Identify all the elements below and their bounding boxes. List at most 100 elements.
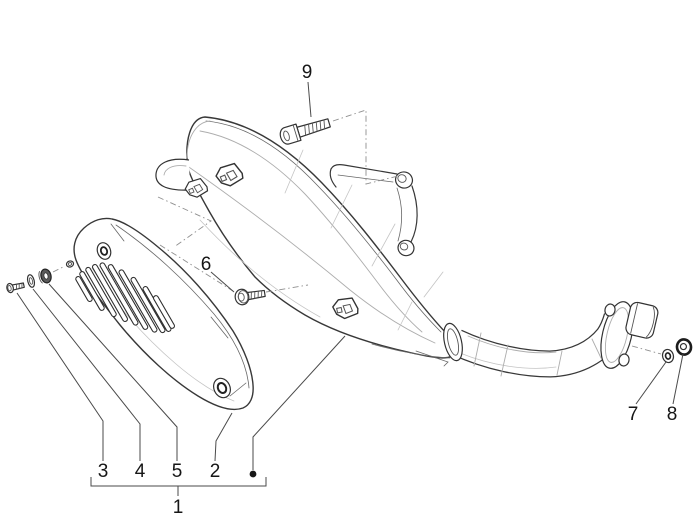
pipe-seam [500, 344, 509, 377]
stub-step-line [630, 303, 639, 334]
flange-hole-bottom [618, 353, 630, 367]
spacer-side [38, 270, 43, 284]
bolt-thread [308, 124, 310, 134]
bolt-shaft [296, 118, 331, 138]
leader-9 [307, 81, 312, 118]
bolt-part-9 [279, 118, 331, 145]
leader-6 [210, 271, 235, 293]
bolt-thread [323, 119, 326, 129]
clip-hole [225, 169, 238, 182]
leader-3 [16, 292, 104, 461]
vent-slat [79, 271, 105, 311]
vent-slat [153, 295, 176, 329]
flange-inner-line [604, 307, 630, 363]
clip-body [184, 177, 209, 198]
bracket-plate-corner [329, 168, 337, 188]
collar-ring-inner [446, 328, 460, 356]
bracket-bung-bottom [397, 239, 415, 257]
callout-label-4: 4 [135, 461, 146, 482]
shield-boss-top-hole [99, 246, 109, 256]
screw-thread [250, 292, 252, 299]
muffler-mounting-bracket [329, 164, 418, 257]
silencer-seam-edge [205, 120, 442, 333]
vent-slat [107, 264, 149, 330]
bolt-thread [315, 121, 318, 132]
callout-label-1: 1 [173, 497, 184, 518]
callout-labels: 9 6 3 4 5 2 1 7 8 [98, 62, 678, 518]
leader-8 [672, 353, 684, 405]
exhaust-flange [600, 301, 659, 369]
screw-head [234, 288, 250, 306]
bottom-tab-line [415, 350, 449, 367]
pipe-seam [473, 332, 482, 367]
screw-shaft [246, 289, 266, 301]
bottom-seam-line [371, 343, 451, 359]
washer-inner [664, 352, 672, 360]
vent-slat [91, 263, 128, 323]
callout-label-6: 6 [201, 254, 212, 275]
shield-clip [215, 162, 244, 187]
clip-body [332, 297, 359, 320]
bracket-plate-inner-line [337, 174, 394, 183]
panel-seam [330, 184, 353, 229]
bolt-head [279, 123, 302, 145]
vent-slat [118, 269, 158, 333]
screw-thread [254, 291, 256, 299]
stub-body [625, 301, 659, 339]
screw-thread [21, 283, 23, 288]
spacer-part-5 [38, 268, 52, 284]
group-bracket [90, 470, 267, 496]
washer-outer [26, 274, 36, 288]
shield-side-hole [65, 260, 75, 268]
silencer-left-stub [155, 158, 191, 191]
contour-line [186, 120, 211, 159]
shield-clip [184, 177, 209, 198]
shield-boss-bottom-hole [216, 381, 228, 395]
nut-part-8 [675, 338, 693, 356]
leader-2 [214, 412, 233, 462]
bracket-bung-bottom-hole [399, 242, 409, 251]
clip-hole [193, 183, 204, 194]
screw6-axis-line [159, 244, 234, 292]
screw-thread [16, 284, 17, 290]
washer-part-7 [661, 348, 675, 364]
exhaust-pipe [450, 313, 630, 378]
assembly-dot-marker [249, 470, 257, 478]
washer-inner [28, 277, 34, 285]
leader-lines [16, 81, 684, 470]
bracket-arm-inner-edge [396, 187, 403, 242]
screw-head-inner [7, 285, 12, 292]
screw-part-6 [234, 288, 266, 306]
spacer-axis-line [52, 265, 66, 273]
silencer-body [155, 116, 455, 367]
contour-line [185, 164, 436, 344]
bolt-thread [311, 122, 314, 133]
leader-assembly-dot [252, 335, 346, 470]
shield-vent-slats [75, 262, 176, 334]
callout-label-9: 9 [302, 62, 313, 83]
shield-side-hole-inner [67, 262, 73, 266]
flange-plate [600, 301, 634, 369]
silencer-left-stub-line [163, 165, 187, 176]
clip-hole [188, 187, 195, 195]
nut-hole [679, 342, 688, 351]
flange-stud-axis-line [631, 345, 662, 355]
leader-5 [48, 283, 178, 461]
shield-crease [229, 382, 247, 397]
bolt-thread [319, 120, 322, 131]
leader-7 [635, 361, 667, 405]
panel-seam [371, 223, 396, 267]
vent-slat [85, 266, 117, 318]
pipe-seam [591, 338, 602, 359]
contour-line [199, 130, 423, 333]
washer-part-4 [26, 274, 36, 288]
contour-line [199, 219, 321, 318]
screw-thread [261, 290, 263, 298]
pipe-seam [556, 350, 563, 376]
bolt-socket [283, 130, 290, 142]
vent-slat [130, 276, 166, 334]
clip-hole [219, 174, 228, 183]
bolt9-axis-line [332, 109, 399, 185]
projection-lines [52, 109, 662, 355]
